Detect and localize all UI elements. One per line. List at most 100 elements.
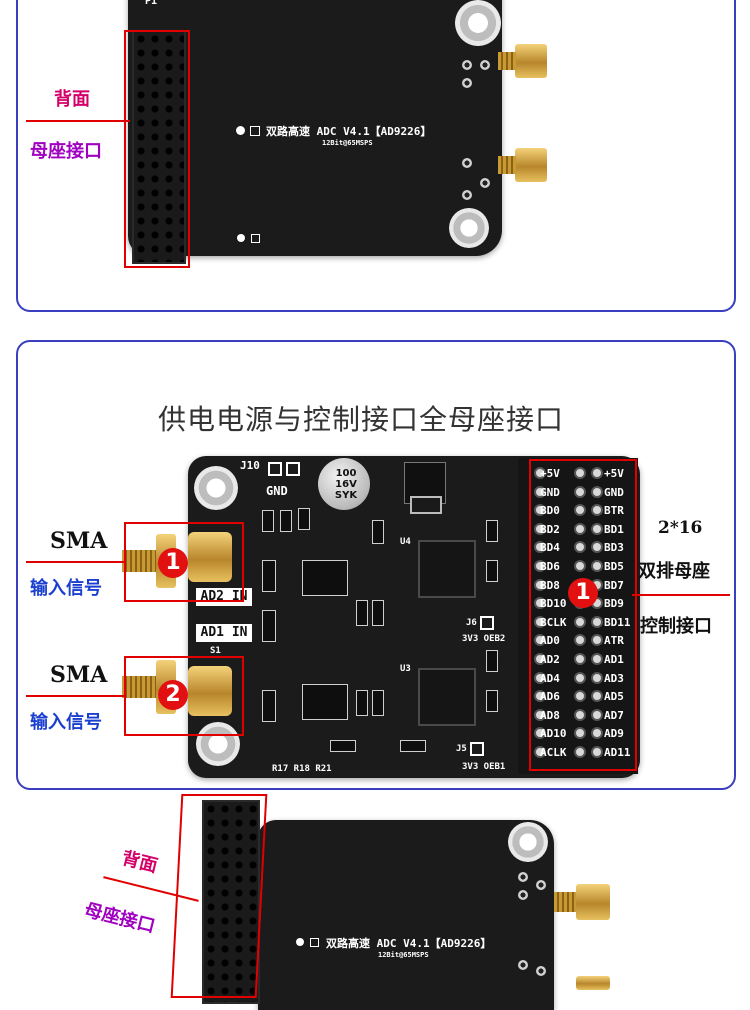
passive-component (262, 560, 276, 592)
pin-label-right: AD3 (604, 672, 624, 685)
j10-pin (286, 462, 300, 476)
sma-body-2 (188, 666, 232, 716)
passive-component (372, 690, 384, 716)
pin-dot (536, 488, 544, 496)
pin-dot (576, 729, 584, 737)
pin-dot (536, 543, 544, 551)
silk-j10: J10 (240, 459, 260, 472)
top-mount-hole-1 (455, 0, 501, 46)
passive-component (280, 510, 292, 532)
pin-dot (536, 674, 544, 682)
bottom-socket-label: 母座接口 (82, 899, 158, 938)
pin-dot (576, 692, 584, 700)
top-sma-connector-1 (515, 44, 547, 78)
pin-dot (593, 599, 601, 607)
pin-dot (576, 748, 584, 756)
silk-s1: S1 (210, 646, 221, 656)
pin-dot (536, 506, 544, 514)
pin-header-highlight (529, 459, 637, 771)
sma-divider-1 (26, 561, 126, 563)
badge-sma-2: 2 (158, 680, 188, 710)
silk-j6: J6 (466, 618, 477, 628)
bottom-mount-hole (508, 822, 548, 862)
pin-label-left: BCLK (540, 616, 567, 629)
pin-label-right: BD11 (604, 616, 631, 629)
pin-dot (576, 674, 584, 682)
jumper-j5 (470, 742, 484, 756)
bottom-via (518, 872, 528, 882)
bottom-sma-connector-2 (576, 976, 610, 990)
pin-label-left: GND (540, 486, 560, 499)
pin-dot (536, 729, 544, 737)
pin-dot (536, 748, 544, 756)
pin-label-right: +5V (604, 467, 624, 480)
top-sma-thread-1 (498, 52, 516, 70)
top-mount-hole-2 (449, 208, 489, 248)
sma-body-1 (188, 532, 232, 582)
pin-label-left: AD2 (540, 653, 560, 666)
header-desc-label: 双排母座 (638, 561, 710, 582)
top-back-label: 背面 (54, 89, 90, 110)
top-board (128, 0, 502, 256)
pin-dot (536, 581, 544, 589)
middle-mount-hole-2 (196, 722, 240, 766)
pin-dot (576, 655, 584, 663)
pin-label-left: BD2 (540, 523, 560, 536)
pin-dot (576, 711, 584, 719)
passive-component (356, 600, 368, 626)
pin-dot (576, 636, 584, 644)
pin-label-left: BD8 (540, 579, 560, 592)
bottom-board-subtitle: 12Bit@65MSPS (378, 951, 429, 959)
top-via (462, 78, 472, 88)
pin-dot (593, 674, 601, 682)
pin-dot (593, 692, 601, 700)
middle-heading: 供电电源与控制接口全母座接口 (158, 403, 565, 436)
passive-component (262, 510, 274, 532)
pin-label-left: AD4 (540, 672, 560, 685)
top-board-subtitle: 12Bit@65MSPS (322, 139, 373, 147)
pin-label-right: BD1 (604, 523, 624, 536)
sma-thread-2 (122, 676, 156, 698)
passive-component (372, 600, 384, 626)
top-board-dot (237, 234, 245, 242)
pin-dot (536, 636, 544, 644)
pin-label-left: BD0 (540, 504, 560, 517)
header-size-label: 2*16 (658, 518, 703, 538)
pin-label-left: AD0 (540, 634, 560, 647)
pin-label-right: AD9 (604, 727, 624, 740)
pin-label-right: AD11 (604, 746, 631, 759)
passive-component (372, 520, 384, 544)
pin-dot (593, 562, 601, 570)
pin-dot (576, 562, 584, 570)
top-via (462, 158, 472, 168)
top-board-title: 双路高速 ADC V4.1【AD9226】 (266, 125, 432, 138)
passive-component (486, 520, 498, 542)
pin-dot (593, 469, 601, 477)
sma-label-1: SMA (50, 528, 108, 554)
cap-voltage: 16V (335, 479, 357, 490)
pin-label-left: BD10 (540, 597, 567, 610)
pin-label-left: AD8 (540, 709, 560, 722)
opamp-2 (302, 684, 348, 720)
j10-pin (268, 462, 282, 476)
top-socket-highlight (124, 30, 190, 268)
passive-component (330, 740, 356, 752)
bottom-board-title: 双路高速 ADC V4.1【AD9226】 (326, 937, 492, 950)
pin-label-right: BD9 (604, 597, 624, 610)
pin-dot (536, 469, 544, 477)
bottom-back-label: 背面 (119, 847, 160, 877)
pin-label-left: AD6 (540, 690, 560, 703)
pin-label-right: BD5 (604, 560, 624, 573)
pin-label-left: BD6 (540, 560, 560, 573)
silk-gnd: GND (266, 484, 288, 498)
pin-dot (536, 655, 544, 663)
passive-component (400, 740, 426, 752)
header-divider (632, 594, 730, 596)
passive-component (298, 508, 310, 530)
pin-label-right: GND (604, 486, 624, 499)
bottom-socket-header (202, 800, 260, 1004)
silk-oeb1: 3V3 OEB1 (462, 762, 506, 772)
pin-label-left: BD4 (540, 541, 560, 554)
bottom-title-dot (296, 938, 304, 946)
top-board-title-dot (236, 126, 245, 135)
